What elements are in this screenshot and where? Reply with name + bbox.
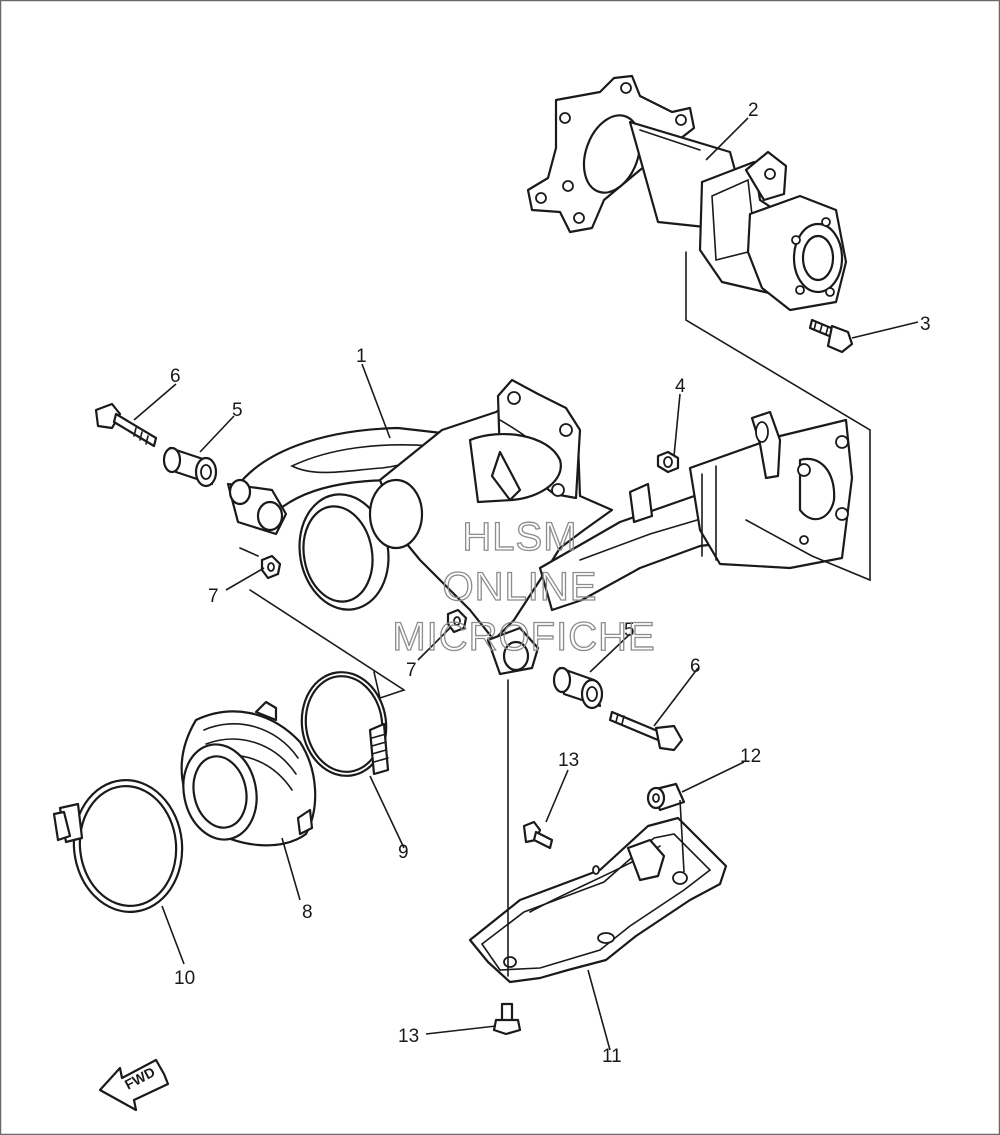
part-5-bushing-left xyxy=(162,446,218,488)
assembly-lines xyxy=(239,251,871,977)
forward-direction-arrow: FWD xyxy=(98,1058,170,1112)
part-7-nut-right xyxy=(446,608,468,634)
callout-5-right: 5 xyxy=(624,620,635,641)
callout-13-upper: 13 xyxy=(558,750,579,771)
callout-2: 2 xyxy=(748,100,759,121)
part-3-bolt xyxy=(808,318,854,354)
callout-1: 1 xyxy=(356,346,367,367)
watermark-line-3: MICROFICHE xyxy=(392,615,655,659)
part-5-bushing-right xyxy=(552,666,604,710)
callout-9: 9 xyxy=(398,842,409,863)
part-13-bolt-lower xyxy=(492,1002,522,1036)
part-2-axle-housing xyxy=(526,74,848,312)
callout-12: 12 xyxy=(740,746,761,767)
part-4-nut xyxy=(656,450,680,474)
part-13-bolt-upper xyxy=(522,820,554,850)
part-6-bolt-right xyxy=(608,710,684,752)
leader-lines xyxy=(133,117,919,1051)
part-11-skid-guard xyxy=(468,816,728,984)
callout-labels: 1 2 3 4 5 5 6 6 7 7 8 9 10 11 12 13 13 xyxy=(170,100,931,1067)
callout-3: 3 xyxy=(920,314,931,335)
callout-6-right: 6 xyxy=(690,656,701,677)
part-8-boot xyxy=(180,700,317,847)
callout-8: 8 xyxy=(302,902,313,923)
part-7-nut-left xyxy=(260,554,282,580)
callout-7-right: 7 xyxy=(406,660,417,681)
part-12-damper xyxy=(646,782,686,812)
part-10-clamp xyxy=(52,779,184,913)
part-6-bolt-left xyxy=(94,402,158,448)
callout-6-left: 6 xyxy=(170,366,181,387)
watermark-line-2: ONLINE xyxy=(443,565,598,609)
watermark-line-1: HLSM xyxy=(462,515,577,559)
callout-5-left: 5 xyxy=(232,400,243,421)
part-9-band xyxy=(300,671,390,777)
callout-13-lower: 13 xyxy=(398,1026,419,1047)
callout-4: 4 xyxy=(675,376,686,397)
part-1-rear-arm xyxy=(226,378,762,676)
callout-10: 10 xyxy=(174,968,195,989)
callout-7-left: 7 xyxy=(208,586,219,607)
watermark: HLSM ONLINE MICROFICHE xyxy=(392,514,656,659)
callout-11: 11 xyxy=(602,1046,622,1067)
rear-end-bracket xyxy=(688,410,854,570)
